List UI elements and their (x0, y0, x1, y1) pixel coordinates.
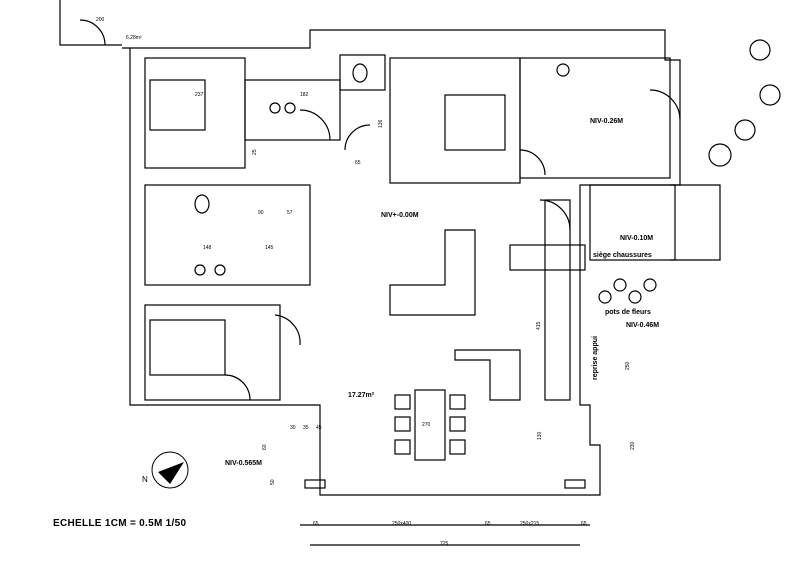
dim-65-b: 65 (485, 521, 491, 527)
door-arc-2 (344, 124, 371, 151)
dim-90: 90 (258, 210, 264, 216)
dim-200: 200 (96, 17, 105, 23)
dim-57: 57 (287, 210, 293, 216)
dim-250x215: 250x215 (520, 521, 540, 527)
toilet-left (194, 194, 210, 214)
flower-pot-1 (598, 290, 612, 304)
plant-4 (708, 143, 732, 167)
area-label-dining: 17.27m² (348, 392, 375, 399)
dim-250: 250 (625, 361, 631, 370)
kitchen-island (454, 349, 521, 401)
counter-right (544, 199, 571, 401)
dim-725: 725 (440, 541, 449, 547)
dim-136: 136 (378, 119, 384, 128)
dim-182: 182 (300, 92, 309, 98)
dim-25: 25 (252, 149, 258, 155)
plant-2 (759, 84, 781, 106)
dim-60: 60 (262, 444, 268, 450)
level-label-entry: NIV-0.10M (620, 235, 654, 242)
terrace-steps (670, 184, 721, 261)
shoe-bench (509, 244, 586, 271)
dim-230: 230 (630, 441, 636, 450)
dim-65-c: 65 (581, 521, 587, 527)
area-label-top-left: 6.28m² (126, 35, 142, 41)
dim-65-d: 65 (355, 160, 361, 166)
door-top-left (79, 19, 106, 46)
sill-note-label: reprise appui (592, 336, 599, 380)
wall-top-left-room (59, 0, 122, 46)
dining-table (414, 389, 446, 461)
chair-4 (449, 394, 466, 410)
wall-bathroom-left (144, 184, 311, 286)
sink-4 (214, 264, 226, 276)
washer (556, 63, 570, 77)
dim-45: 45 (316, 425, 322, 431)
bed-bottom-left (149, 319, 226, 376)
dim-65-a: 65 (313, 521, 319, 527)
sink-1 (269, 102, 281, 114)
sink-2 (284, 102, 296, 114)
flower-pots-label: pots de fleurs (605, 309, 651, 316)
dim-35: 35 (303, 425, 309, 431)
dim-145: 145 (265, 245, 274, 251)
chair-1 (394, 394, 411, 410)
wall-wc (339, 54, 386, 91)
svg-text:N: N (142, 475, 148, 484)
sink-3 (194, 264, 206, 276)
dim-30: 30 (290, 425, 296, 431)
level-label-main: NIV+-0.00M (381, 212, 419, 219)
wall-utility (519, 57, 671, 179)
wall-bathroom-top (244, 79, 341, 141)
door-arc-6 (224, 374, 251, 401)
wall-entry (589, 184, 676, 261)
bed-center (444, 94, 506, 151)
shoe-bench-label: siège chaussures (593, 252, 652, 259)
sofa (389, 229, 476, 316)
chair-5 (449, 416, 466, 432)
chair-2 (394, 416, 411, 432)
dim-237: 237 (195, 92, 204, 98)
door-arc-4 (539, 199, 571, 231)
chair-3 (394, 439, 411, 455)
flower-pot-3 (628, 290, 642, 304)
bed-top-left (149, 79, 206, 131)
flower-pot-4 (643, 278, 657, 292)
dim-270: 270 (422, 422, 431, 428)
scale-label: ECHELLE 1CM = 0.5M 1/50 (53, 518, 187, 529)
dim-250x400: 250x400 (392, 521, 412, 527)
dim-50: 50 (270, 479, 276, 485)
compass-icon: N (142, 451, 189, 489)
plant-1 (749, 39, 771, 61)
flower-pot-2 (613, 278, 627, 292)
door-arc-5 (274, 314, 301, 346)
outer-wall (122, 29, 681, 496)
wall-bedroom-left (144, 57, 246, 169)
plant-3 (734, 119, 756, 141)
window-bottom-2 (564, 479, 586, 489)
door-arc-1 (299, 109, 331, 141)
level-label-bedroom: NIV-0.26M (590, 118, 624, 125)
dim-415: 415 (536, 321, 542, 330)
window-bottom-1 (304, 479, 326, 489)
level-label-bottom: NIV-0.565M (225, 460, 262, 467)
wall-bedroom-bottom (144, 304, 281, 401)
wall-bedroom-center (389, 57, 521, 184)
door-arc-7 (649, 89, 681, 121)
toilet-top (352, 63, 368, 83)
dim-130: 130 (537, 431, 543, 440)
chair-6 (449, 439, 466, 455)
level-label-terrace: NIV-0.46M (626, 322, 660, 329)
door-arc-3 (519, 149, 546, 176)
dim-148: 148 (203, 245, 212, 251)
